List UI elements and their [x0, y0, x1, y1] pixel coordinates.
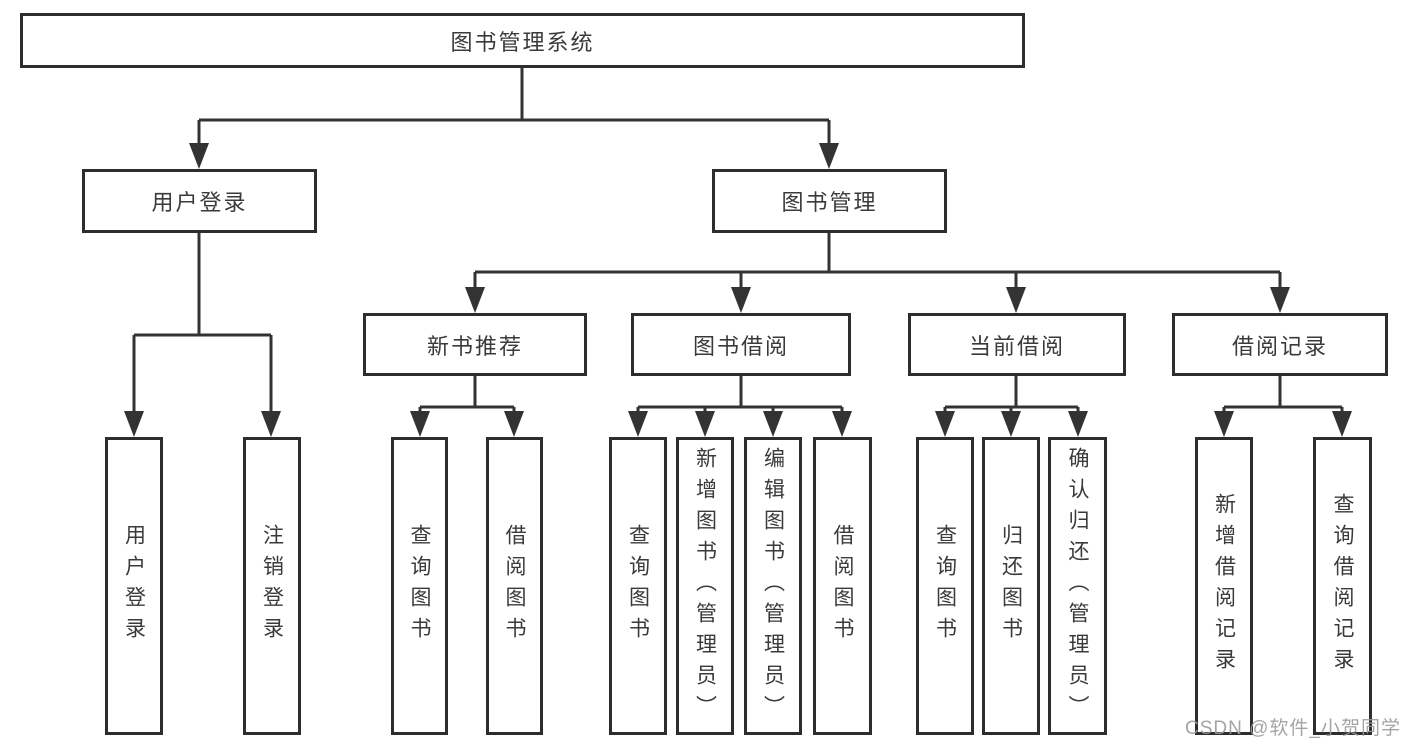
arrow-icon [504, 411, 524, 437]
arrow-icon [628, 411, 648, 437]
arrow-icon [1001, 411, 1021, 437]
arrow-icon [1270, 287, 1290, 313]
node-borrowing-records: 借阅记录 [1172, 313, 1388, 376]
leaf-label: 查询借阅记录 [1331, 493, 1354, 679]
leaf-logout: 注销登录 [243, 437, 301, 735]
leaf-label: 编辑图书（管理员） [761, 446, 785, 726]
leaf-label: 新增图书（管理员） [693, 446, 717, 726]
arrow-icon [731, 287, 751, 313]
arrow-icon [410, 411, 430, 437]
leaf-label: 确认归还（管理员） [1066, 446, 1089, 726]
node-label: 图书借阅 [692, 333, 789, 359]
leaf-label: 查询图书 [408, 524, 431, 648]
node-user-login: 用户登录 [82, 169, 317, 233]
node-book-management: 图书管理 [712, 169, 947, 233]
leaf-label: 新增借阅记录 [1212, 493, 1236, 679]
node-label: 图书管理 [781, 190, 878, 215]
edge-newbook-to-leaves [418, 376, 516, 416]
node-label: 用户登录 [151, 190, 248, 215]
leaf-label: 查询图书 [933, 524, 957, 648]
node-label: 新书推荐 [426, 333, 523, 359]
edge-bookmgmt-to-level3 [473, 233, 1282, 292]
leaf-label: 借阅图书 [831, 524, 854, 648]
leaf-confirm-return-admin: 确认归还（管理员） [1048, 437, 1107, 735]
arrow-icon [1332, 411, 1352, 437]
leaf-query-books-current: 查询图书 [916, 437, 974, 735]
node-label: 当前借阅 [968, 333, 1065, 359]
edge-userlogin-to-leaves [132, 233, 273, 416]
edge-borrowrecords-to-leaves [1222, 376, 1344, 416]
leaf-borrow-books-recommend: 借阅图书 [486, 437, 543, 735]
node-new-book-recommend: 新书推荐 [363, 313, 587, 376]
leaf-query-books-borrow: 查询图书 [609, 437, 667, 735]
leaf-label: 借阅图书 [503, 524, 526, 648]
node-root-system: 图书管理系统 [20, 13, 1025, 68]
arrow-icon [1006, 287, 1026, 313]
node-book-borrowing: 图书借阅 [631, 313, 851, 376]
arrow-icon [189, 143, 209, 169]
arrowheads [124, 143, 1352, 437]
arrow-icon [763, 411, 783, 437]
leaf-query-borrow-record: 查询借阅记录 [1313, 437, 1372, 735]
leaf-label: 查询图书 [626, 524, 650, 648]
arrow-icon [935, 411, 955, 437]
arrow-icon [1214, 411, 1234, 437]
leaf-label: 注销登录 [260, 524, 284, 648]
arrow-icon [832, 411, 852, 437]
node-label: 借阅记录 [1231, 333, 1328, 359]
arrow-icon [1068, 411, 1088, 437]
edge-bookborrow-to-leaves [636, 376, 844, 416]
arrow-icon [819, 143, 839, 169]
leaf-return-book: 归还图书 [982, 437, 1040, 735]
node-current-borrowing: 当前借阅 [908, 313, 1126, 376]
arrow-icon [124, 411, 144, 437]
edge-currentborrow-to-leaves [943, 376, 1080, 416]
leaf-user-login: 用户登录 [105, 437, 163, 735]
leaf-add-book-admin: 新增图书（管理员） [676, 437, 734, 735]
leaf-label: 用户登录 [122, 524, 146, 648]
leaf-borrow-books: 借阅图书 [813, 437, 872, 735]
leaf-label: 归还图书 [999, 524, 1023, 648]
arrow-icon [465, 287, 485, 313]
arrow-icon [695, 411, 715, 437]
arrow-icon [261, 411, 281, 437]
leaf-add-borrow-record: 新增借阅记录 [1195, 437, 1253, 735]
edge-root-to-level2 [197, 68, 831, 150]
csdn-watermark: CSDN @软件_小贺同学 [1185, 718, 1401, 739]
leaf-query-books-recommend: 查询图书 [391, 437, 448, 735]
leaf-edit-book-admin: 编辑图书（管理员） [744, 437, 802, 735]
node-label: 图书管理系统 [450, 29, 595, 55]
